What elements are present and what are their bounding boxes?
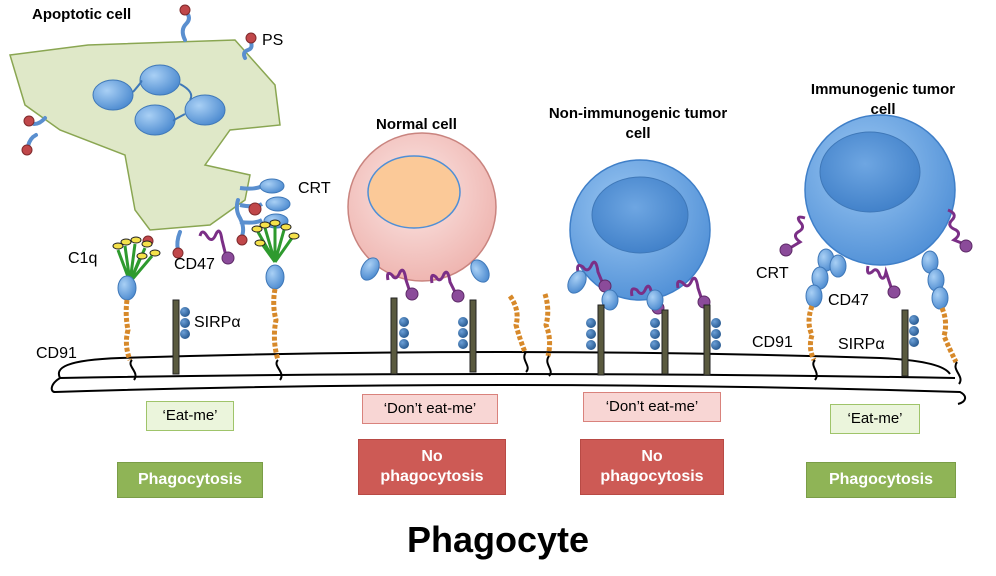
dont-eat-me-signal-1: ‘Don’t eat-me’ bbox=[362, 394, 498, 424]
normal-cell-cd47 bbox=[386, 268, 465, 303]
sirpa-left-label: SIRPα bbox=[194, 314, 241, 331]
cd47-left-molecule bbox=[198, 229, 235, 265]
immunogenic-crt bbox=[805, 248, 949, 310]
normal-cell bbox=[347, 132, 497, 375]
immunogenic-cd47 bbox=[779, 208, 973, 299]
ps-label: PS bbox=[262, 32, 284, 49]
sirpa-left-receptor bbox=[172, 299, 190, 375]
apoptotic-cell bbox=[9, 4, 291, 265]
c1q-left bbox=[112, 236, 161, 381]
eat-me-signal-1: ‘Eat-me’ bbox=[146, 401, 234, 431]
cd91-left-label: CD91 bbox=[36, 345, 77, 362]
sirpa-right-label: SIRPα bbox=[838, 336, 885, 353]
immunogenic-cd91 bbox=[806, 305, 962, 385]
ps-lipids bbox=[26, 10, 254, 252]
crt-left-label: CRT bbox=[298, 180, 331, 197]
cd91-right-label: CD91 bbox=[752, 334, 793, 351]
eat-me-signal-2: ‘Eat-me’ bbox=[830, 404, 920, 434]
phagocyte-membrane bbox=[50, 351, 966, 405]
non-immunogenic-crt bbox=[567, 270, 664, 311]
c1q-right bbox=[251, 219, 300, 381]
no-phagocytosis-outcome-1: No phagocytosis bbox=[358, 439, 506, 495]
cd91-middle bbox=[507, 293, 553, 377]
normal-cell-crt bbox=[360, 257, 490, 283]
immunogenic-label: Immunogenic tumor cell bbox=[810, 81, 956, 118]
crt-right-label: CRT bbox=[756, 265, 789, 282]
immunogenic-sirpa bbox=[901, 309, 919, 377]
non-immunogenic-label: Non-immunogenic tumor cell bbox=[548, 105, 728, 142]
apoptotic-nuclei bbox=[92, 64, 226, 136]
phagocytosis-outcome-1: Phagocytosis bbox=[117, 462, 263, 498]
non-immunogenic-cd47 bbox=[576, 260, 711, 315]
c1q-label: C1q bbox=[68, 250, 98, 267]
cd47-right-label: CD47 bbox=[828, 292, 869, 309]
non-immunogenic-sirpa bbox=[586, 304, 721, 376]
apoptotic-cell-label: Apoptotic cell bbox=[32, 6, 132, 23]
no-phagocytosis-outcome-2: No phagocytosis bbox=[580, 439, 724, 495]
phagocytosis-outcome-2: Phagocytosis bbox=[806, 462, 956, 498]
phagocyte-label: Phagocyte bbox=[406, 519, 590, 560]
normal-cell-label: Normal cell bbox=[376, 116, 457, 133]
cd47-left-label: CD47 bbox=[174, 256, 215, 273]
non-immunogenic-tumor-cell bbox=[567, 159, 721, 376]
dont-eat-me-signal-2: ‘Don’t eat-me’ bbox=[583, 392, 721, 422]
immunogenic-tumor-cell bbox=[779, 114, 973, 385]
normal-cell-sirpa bbox=[390, 297, 477, 375]
